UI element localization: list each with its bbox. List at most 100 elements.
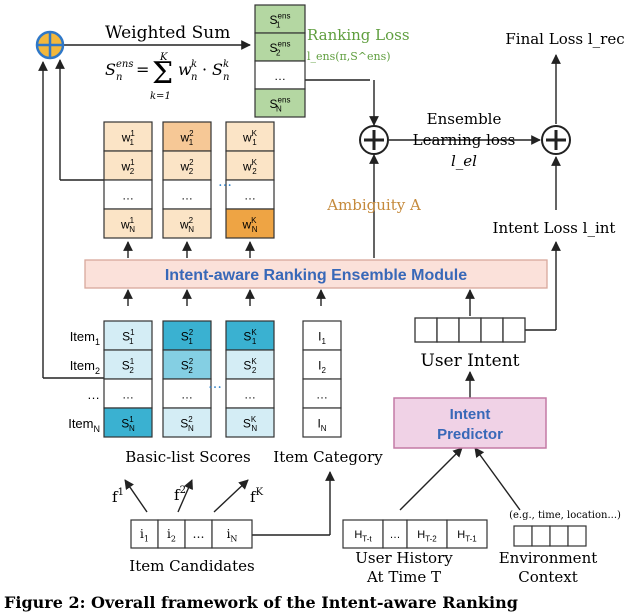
user-intent-vector xyxy=(414,317,526,343)
cell-box xyxy=(103,320,153,351)
cell-label: … xyxy=(244,388,256,402)
item-candidates-row: i1 i2 … iN xyxy=(130,519,253,549)
cell-box xyxy=(225,407,275,438)
svg-text:K: K xyxy=(159,52,168,63)
candidate-cell xyxy=(157,519,186,549)
history-label: HT-t xyxy=(354,529,372,543)
cell-box xyxy=(302,378,342,409)
environment-line2: Context xyxy=(518,568,578,586)
cell-box xyxy=(103,407,153,438)
environment-cell xyxy=(531,525,551,547)
ensemble-formula: S ens n = Σ K k=1 w k n · S k n xyxy=(105,52,229,102)
svg-text:k: k xyxy=(223,59,229,70)
item-label: ItemN xyxy=(68,416,100,434)
cell-box xyxy=(103,208,153,239)
history-cell xyxy=(382,519,408,549)
history-label: … xyxy=(390,529,401,541)
svg-text:ens: ens xyxy=(116,59,134,70)
item-label: Item2 xyxy=(70,358,100,376)
svg-text:S: S xyxy=(105,60,116,79)
environment-line1: Environment xyxy=(499,549,598,567)
candidate-label: i2 xyxy=(167,527,176,544)
ensemble-loss-line3: l_el xyxy=(451,152,477,170)
connector-lines xyxy=(38,40,561,536)
cell-box xyxy=(302,320,342,351)
ensemble-loss-line1: Ensemble xyxy=(427,110,502,128)
cell-box xyxy=(103,378,153,409)
ensemble-module-label: Intent-aware Ranking Ensemble Module xyxy=(165,267,467,284)
environment-note: (e.g., time, location...) xyxy=(509,510,621,521)
intent-cell xyxy=(502,317,526,343)
final-loss-label: Final Loss l_rec xyxy=(505,30,624,48)
svg-text:S: S xyxy=(212,60,223,79)
svg-text:k: k xyxy=(191,59,197,70)
ambiguity-label: Ambiguity A xyxy=(326,196,421,214)
intent-cell xyxy=(414,317,438,343)
f1-label: f1 xyxy=(112,487,124,506)
cell-box xyxy=(254,88,306,118)
cell-box xyxy=(103,349,153,380)
cell-box xyxy=(225,121,275,152)
cell-label: … xyxy=(274,69,286,83)
history-cell xyxy=(342,519,384,549)
user-history-line2: At Time T xyxy=(366,568,441,586)
cell-label: … xyxy=(122,189,134,203)
final-plus-icon xyxy=(541,125,571,155)
svg-text:·: · xyxy=(202,60,207,79)
ensemble-module-box xyxy=(84,259,548,289)
cell-box xyxy=(162,349,212,380)
candidate-label: i1 xyxy=(140,527,149,544)
basic-list-scores-label: Basic-list Scores xyxy=(125,448,250,466)
cell-label: I2 xyxy=(318,359,326,376)
item-label: … xyxy=(87,387,100,402)
weight-ellipsis: … xyxy=(218,174,232,190)
svg-text:n: n xyxy=(223,72,229,83)
cell-box xyxy=(254,4,306,34)
figure-caption: Figure 2: Overall framework of the Inten… xyxy=(4,593,518,612)
svg-text:=: = xyxy=(136,60,149,79)
intent-predictor-box xyxy=(393,397,547,449)
user-history-line1: User History xyxy=(355,549,453,567)
fk-label: fK xyxy=(250,487,264,506)
candidate-label: … xyxy=(193,527,205,541)
history-label: HT-1 xyxy=(457,529,477,543)
history-cell xyxy=(446,519,488,549)
user-intent-label: User Intent xyxy=(421,351,520,371)
weighted-sum-plus-icon xyxy=(35,30,65,60)
ranking-loss-label: Ranking Loss xyxy=(307,26,410,44)
svg-text:n: n xyxy=(116,72,122,83)
cell-box xyxy=(225,208,275,239)
item-category-label: Item Category xyxy=(273,448,383,466)
candidate-label: iN xyxy=(227,527,238,544)
intent-predictor-line2: Predictor xyxy=(437,426,503,443)
ensemble-loss-line2: Learning loss xyxy=(413,131,516,149)
cell-box xyxy=(162,320,212,351)
cell-box xyxy=(302,407,342,438)
intent-cell xyxy=(458,317,482,343)
cell-box xyxy=(225,349,275,380)
cell-label: I1 xyxy=(318,330,326,347)
